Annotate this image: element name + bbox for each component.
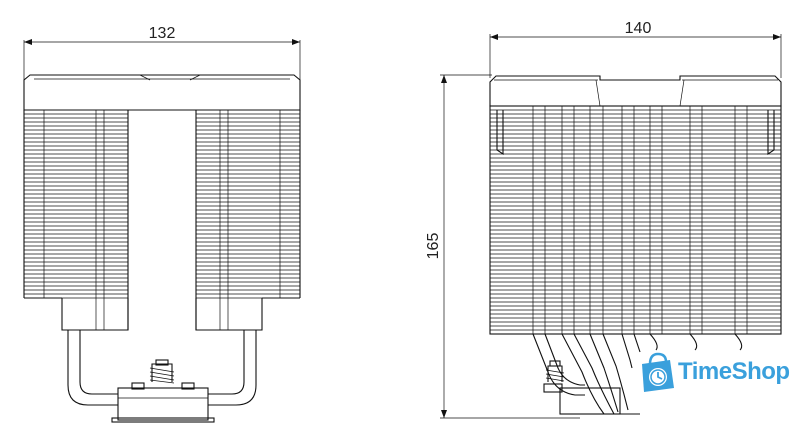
front-width-dimension: 132 [23, 25, 301, 82]
front-vertical-lines [43, 110, 281, 330]
side-view: 140 165 [425, 20, 782, 419]
timeshop-watermark: TimeShop [636, 350, 808, 394]
front-heatpipes [67, 330, 257, 406]
side-top-plate [489, 75, 782, 107]
front-top-plate [23, 74, 301, 111]
front-view: 132 [23, 25, 301, 423]
side-base-mount [543, 360, 640, 415]
watermark-brand-text: TimeShop [678, 358, 790, 385]
side-fan-clips [496, 110, 775, 156]
side-heatpipes [532, 333, 743, 415]
front-width-label: 132 [149, 25, 176, 42]
side-heatpipe-tracks [532, 106, 748, 334]
side-height-label: 165 [425, 233, 442, 260]
side-fin-outline [489, 105, 782, 335]
side-height-dimension: 165 [425, 74, 580, 419]
side-width-label: 140 [625, 20, 652, 37]
side-width-dimension: 140 [489, 20, 782, 78]
front-lower-right-block [195, 298, 263, 331]
side-fin-stack [490, 109, 781, 331]
front-fin-stack-right [195, 109, 301, 330]
front-base-mount [111, 359, 215, 423]
shopping-bag-clock-icon [642, 352, 674, 392]
front-lower-left-block [61, 298, 129, 331]
front-fin-stack-left [23, 109, 129, 330]
